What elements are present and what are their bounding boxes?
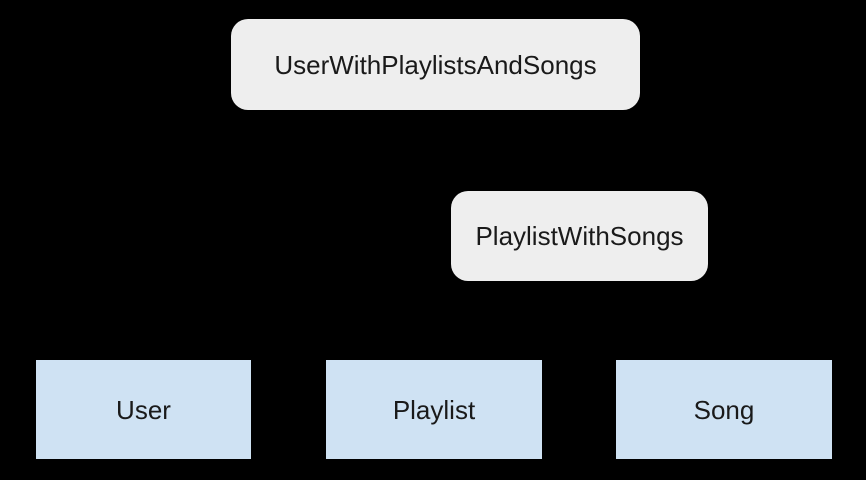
node-playlist-label: Playlist — [392, 394, 476, 425]
node-playlist: Playlist — [326, 360, 542, 459]
node-playlist-with-songs: PlaylistWithSongs — [451, 191, 708, 281]
node-song: Song — [616, 360, 832, 459]
node-user: User — [36, 360, 251, 459]
node-user-with-playlists-and-songs-label: UserWithPlaylistsAndSongs — [274, 49, 597, 80]
node-user-with-playlists-and-songs: UserWithPlaylistsAndSongs — [231, 19, 640, 110]
node-playlist-with-songs-label: PlaylistWithSongs — [475, 221, 684, 251]
node-user-label: User — [116, 394, 171, 425]
node-song-label: Song — [693, 394, 755, 425]
